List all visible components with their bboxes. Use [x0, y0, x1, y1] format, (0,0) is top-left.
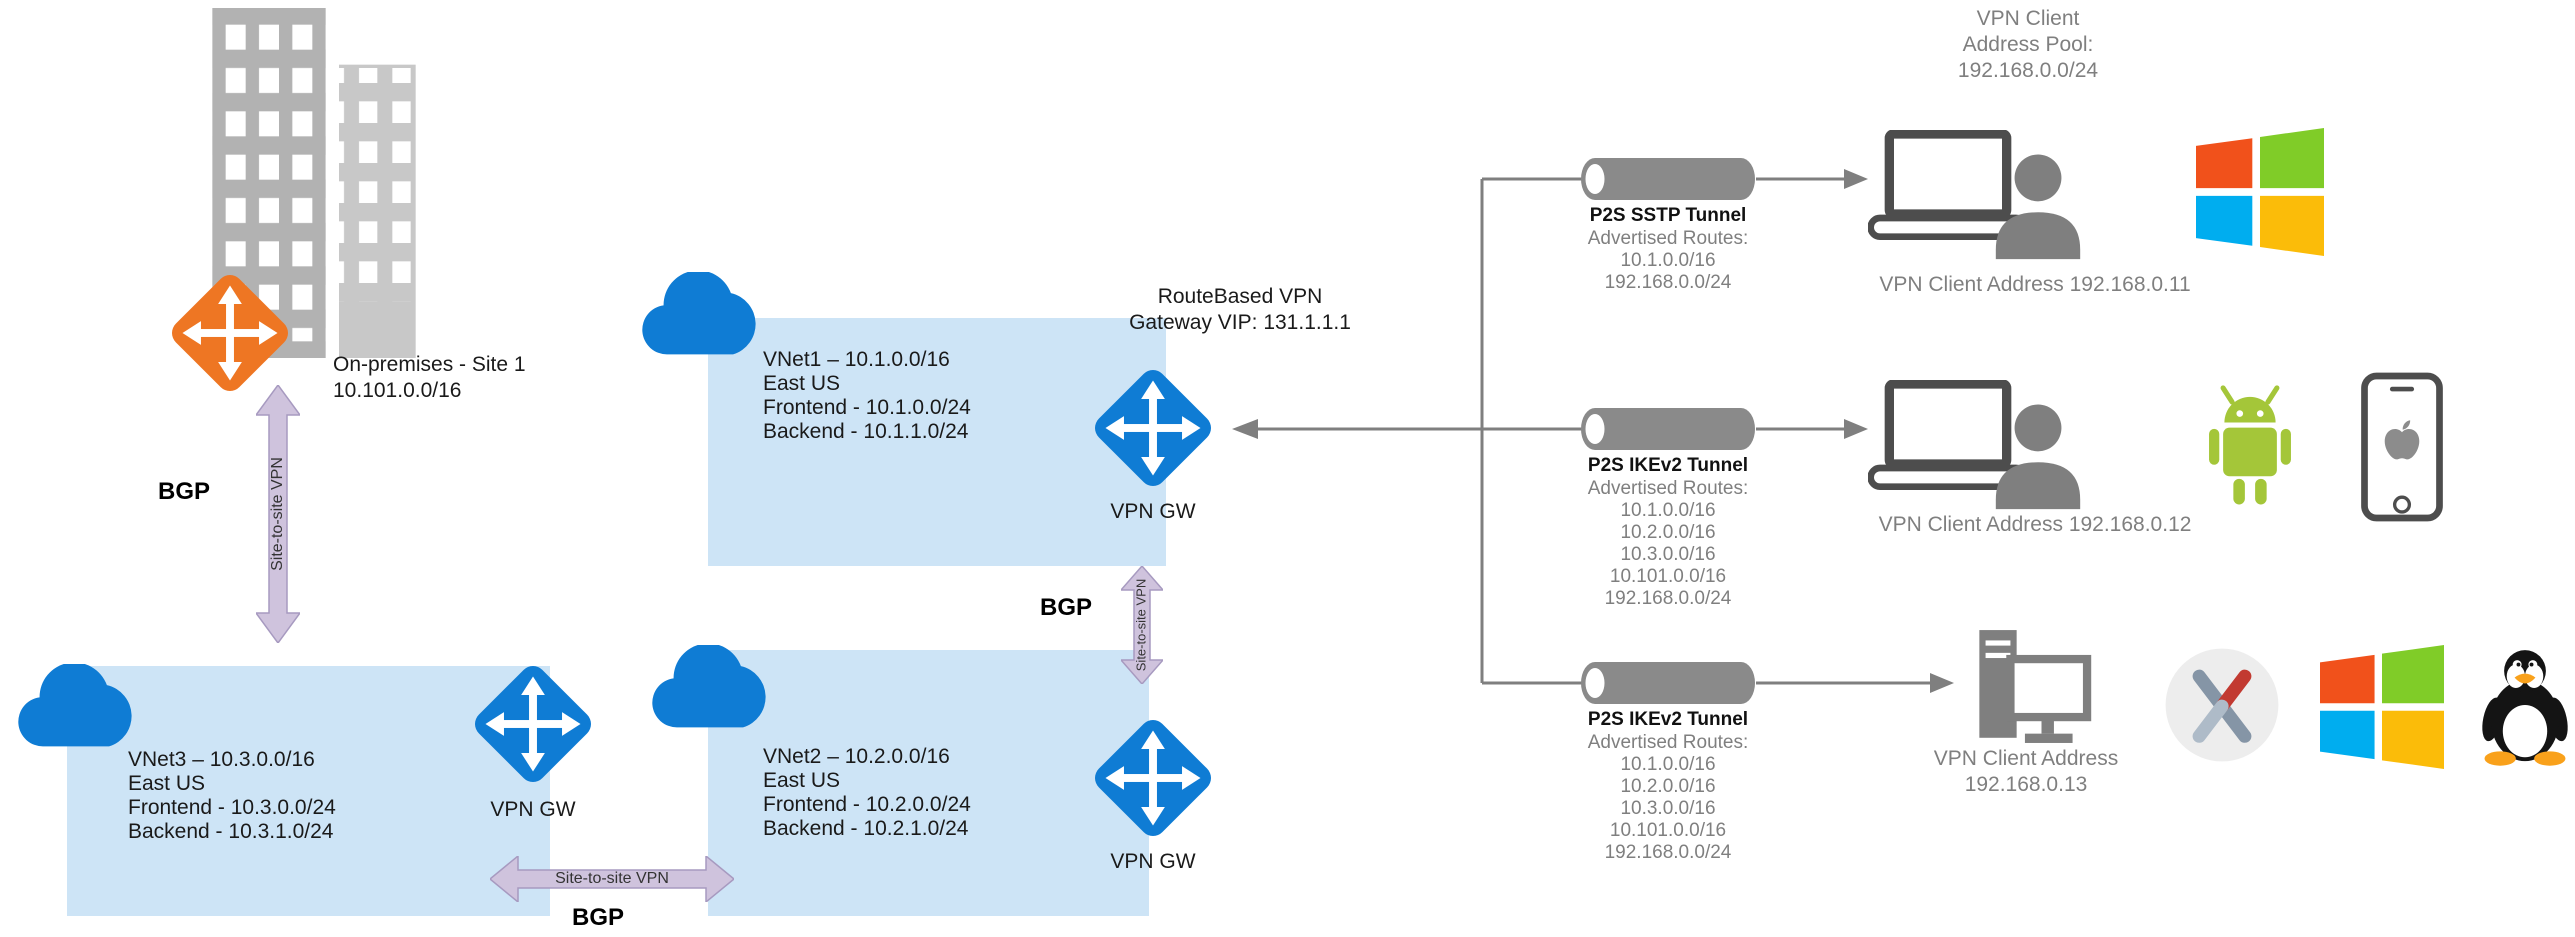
tunnel-ikev2-2-labels: P2S IKEv2 Tunnel Advertised Routes: 10.1… — [1508, 708, 1828, 864]
arrowhead-client3 — [1930, 673, 1954, 693]
tunnel-ikev2-1-icon — [1581, 408, 1755, 450]
route-line: 192.168.0.0/24 — [1604, 272, 1732, 293]
vpn-gw-icon-vnet3 — [474, 665, 592, 783]
iphone-icon — [2361, 372, 2443, 522]
vnet3-region: East US — [128, 772, 206, 795]
client1-address: VPN Client Address 192.168.0.11 — [1879, 273, 2191, 296]
arrowhead-to-gw — [1232, 419, 1258, 439]
vnet2-region: East US — [763, 769, 841, 792]
route-line: 10.3.0.0/16 — [1620, 798, 1716, 819]
vnet3-frontend: Frontend - 10.3.0.0/24 — [128, 796, 336, 819]
vpn-gw-label-vnet2: VPN GW — [1110, 850, 1196, 873]
apple-logo-icon — [2384, 428, 2420, 460]
routebased-line2: Gateway VIP: 131.1.1.1 — [1129, 311, 1351, 334]
vnet2-frontend: Frontend - 10.2.0.0/24 — [763, 793, 971, 816]
vpn-pool-label: VPN Client Address Pool: 192.168.0.0/24 — [1878, 6, 2178, 84]
vnet2-cidr: VNet2 – 10.2.0.0/16 — [763, 745, 950, 768]
tunnel-ikev2-1-labels: P2S IKEv2 Tunnel Advertised Routes: 10.1… — [1508, 454, 1828, 610]
vpn-gw-label-vnet3: VPN GW — [490, 798, 576, 821]
route-line: 10.3.0.0/16 — [1620, 544, 1716, 565]
android-icon — [2209, 385, 2291, 505]
tunnel-sstp-advertised: Advertised Routes: — [1587, 228, 1749, 249]
pool-line2: Address Pool: — [1962, 33, 2094, 56]
client3-address: VPN Client Address 192.168.0.13 — [1876, 746, 2176, 798]
s2s-arrow-onprem-label: Site-to-site VPN — [269, 457, 286, 571]
onprem-gateway-icon — [171, 274, 289, 392]
vnet3-info: VNet3 – 10.3.0.0/16 East US Frontend - 1… — [128, 748, 336, 844]
vnet3-cidr: VNet3 – 10.3.0.0/16 — [128, 748, 315, 771]
vnet3-box — [67, 666, 550, 916]
vnet1-backend: Backend - 10.1.1.0/24 — [763, 420, 969, 443]
user-icon-client1 — [1995, 154, 2081, 260]
client3-address-line1: VPN Client Address — [1933, 747, 2119, 770]
onprem-subnet: 10.101.0.0/16 — [333, 379, 462, 402]
route-line: 10.2.0.0/16 — [1620, 776, 1716, 797]
bgp-label-vnet1-vnet2: BGP — [1040, 594, 1093, 621]
laptop-icon-client1 — [1868, 130, 2028, 240]
tunnel-ikev2-2-icon — [1581, 662, 1755, 704]
vnet2-info: VNet2 – 10.2.0.0/16 East US Frontend - 1… — [763, 745, 971, 841]
route-line: 10.101.0.0/16 — [1609, 566, 1727, 587]
client2-address: VPN Client Address 192.168.0.12 — [1878, 513, 2192, 536]
cloud-icon-vnet2 — [652, 645, 766, 728]
macos-icon — [2165, 648, 2279, 762]
s2s-arrow-vnet3-vnet2-label: Site-to-site VPN — [555, 870, 669, 887]
building-icon — [212, 8, 416, 358]
route-line: 10.101.0.0/16 — [1609, 820, 1727, 841]
route-line: 192.168.0.0/24 — [1604, 588, 1732, 609]
pool-line3: 192.168.0.0/24 — [1957, 59, 2099, 82]
tunnel-ikev2-1-advertised: Advertised Routes: — [1587, 478, 1749, 499]
tunnel-sstp-icon — [1581, 158, 1755, 200]
route-line: 10.1.0.0/16 — [1620, 500, 1716, 521]
vnet1-info: VNet1 – 10.1.0.0/16 East US Frontend - 1… — [763, 348, 971, 444]
windows-logo-icon-client3 — [2320, 645, 2444, 769]
tunnel-sstp-title: P2S SSTP Tunnel — [1589, 205, 1747, 226]
s2s-arrow-vnet1-vnet2-label: Site-to-site VPN — [1133, 579, 1148, 671]
cloud-icon-vnet1 — [642, 272, 756, 355]
pool-line1: VPN Client — [1976, 7, 2080, 30]
routebased-vip-label: RouteBased VPN Gateway VIP: 131.1.1.1 — [1090, 284, 1390, 336]
vnet1-cidr: VNet1 – 10.1.0.0/16 — [763, 348, 950, 371]
vpn-gw-icon-vnet2 — [1094, 719, 1212, 837]
s2s-arrow-vnet1-vnet2: Site-to-site VPN — [1121, 566, 1163, 684]
bgp-label-vnet3-vnet2: BGP — [572, 904, 625, 931]
cloud-icon-vnet3 — [18, 664, 132, 747]
vnet3-backend: Backend - 10.3.1.0/24 — [128, 820, 334, 843]
tunnel-sstp-labels: P2S SSTP Tunnel Advertised Routes: 10.1.… — [1508, 204, 1828, 294]
tux-linux-icon — [2482, 650, 2568, 766]
vnet2-backend: Backend - 10.2.1.0/24 — [763, 817, 969, 840]
vnet2-box — [708, 650, 1149, 916]
tunnel-ikev2-2-title: P2S IKEv2 Tunnel — [1587, 709, 1749, 730]
onprem-title: On-premises - Site 1 — [333, 353, 526, 376]
windows-logo-icon-client1 — [2196, 128, 2324, 256]
s2s-arrow-vnet3-vnet2: Site-to-site VPN — [490, 856, 734, 902]
user-icon-client2 — [1995, 404, 2081, 510]
onprem-label-block: On-premises - Site 1 10.101.0.0/16 — [333, 352, 526, 404]
bgp-label-onprem: BGP — [158, 478, 211, 505]
vpn-gw-icon-vnet1 — [1094, 369, 1212, 487]
workstation-icon — [1979, 630, 2092, 743]
laptop-icon-client2 — [1868, 380, 2028, 490]
vnet1-region: East US — [763, 372, 841, 395]
arrowhead-client2 — [1844, 419, 1868, 439]
route-line: 10.1.0.0/16 — [1620, 250, 1716, 271]
s2s-arrow-onprem: Site-to-site VPN — [256, 385, 300, 643]
route-line: 10.1.0.0/16 — [1620, 754, 1716, 775]
vpn-gw-label-vnet1: VPN GW — [1110, 500, 1196, 523]
tunnel-ikev2-2-advertised: Advertised Routes: — [1587, 732, 1749, 753]
arrowhead-client1 — [1844, 169, 1868, 189]
route-line: 10.2.0.0/16 — [1620, 522, 1716, 543]
vnet1-box — [708, 318, 1166, 566]
client3-address-line2: 192.168.0.13 — [1964, 773, 2088, 796]
vnet1-frontend: Frontend - 10.1.0.0/24 — [763, 396, 971, 419]
tunnel-ikev2-1-title: P2S IKEv2 Tunnel — [1587, 455, 1749, 476]
routebased-line1: RouteBased VPN — [1157, 285, 1323, 308]
route-line: 192.168.0.0/24 — [1604, 842, 1732, 863]
